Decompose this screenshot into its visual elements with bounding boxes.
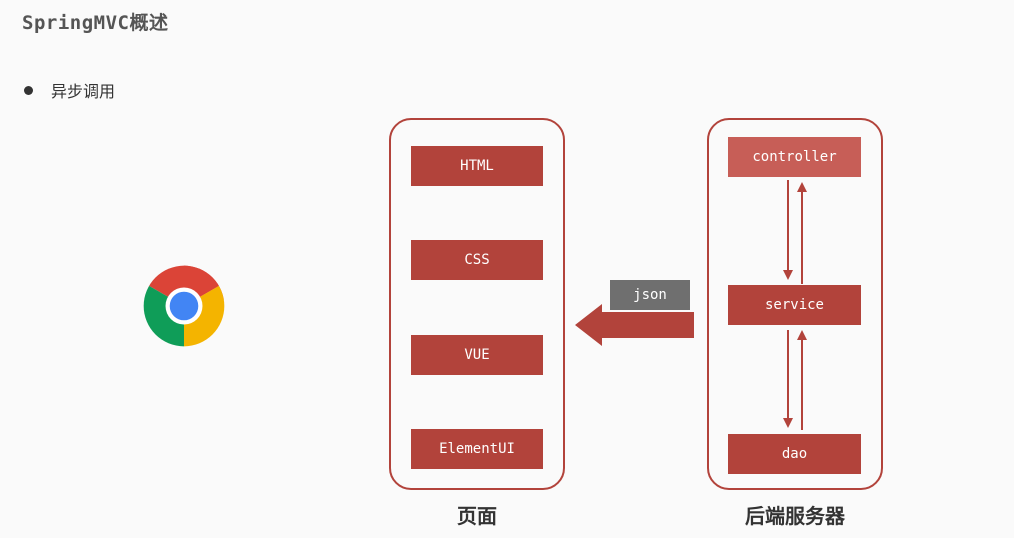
service-dao-arrows xyxy=(783,330,807,430)
backend-layer-service: service xyxy=(728,285,861,325)
bullet-text: 异步调用 xyxy=(51,84,116,101)
bullet-item: 异步调用 xyxy=(24,78,115,102)
frontend-item-css: CSS xyxy=(411,240,543,280)
backend-layer-controller: controller xyxy=(728,137,861,177)
backend-panel xyxy=(707,118,883,490)
frontend-item-elementui: ElementUI xyxy=(411,429,543,469)
frontend-caption: 页面 xyxy=(457,506,497,528)
frontend-panel xyxy=(389,118,565,490)
frontend-item-html: HTML xyxy=(411,146,543,186)
json-tag: json xyxy=(610,280,690,310)
backend-caption: 后端服务器 xyxy=(745,506,845,528)
bullet-dot xyxy=(24,85,33,95)
controller-service-arrows xyxy=(783,180,807,284)
response-arrow xyxy=(575,304,694,346)
frontend-item-vue: VUE xyxy=(411,335,543,375)
slide-title: SpringMVC概述 xyxy=(22,12,169,34)
chrome-icon xyxy=(143,265,225,347)
backend-layer-dao: dao xyxy=(728,434,861,474)
